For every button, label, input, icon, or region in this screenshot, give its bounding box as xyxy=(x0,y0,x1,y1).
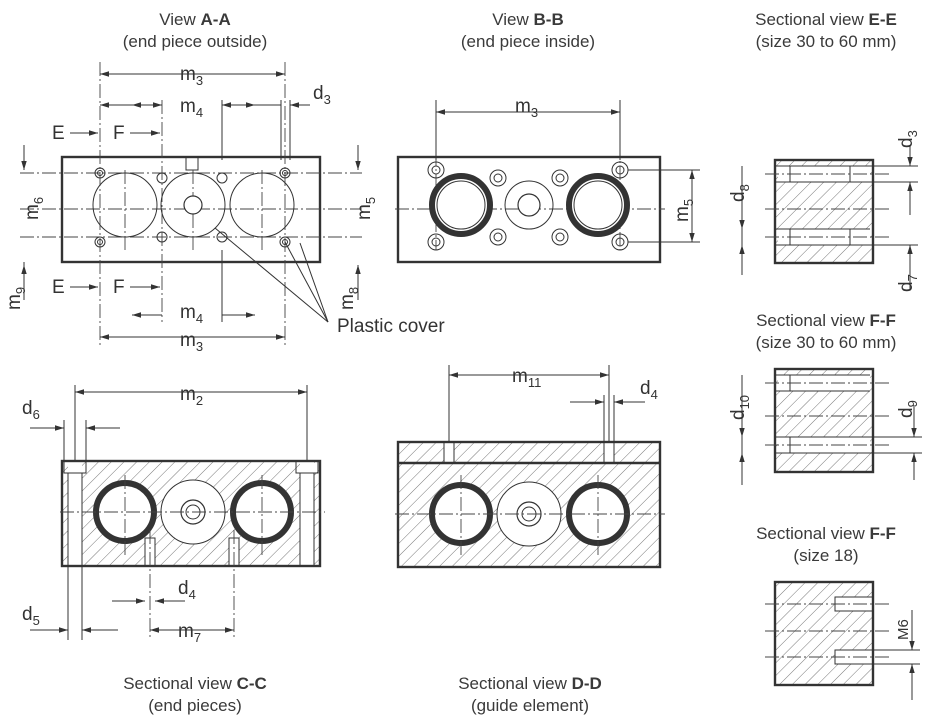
title-view-ff-small: Sectional view F-F (size 18) xyxy=(756,524,896,565)
section-mark-f-bottom: F xyxy=(113,277,125,298)
view-ee-labels: d3 d8 d7 xyxy=(728,130,920,292)
section-mark-e-top: E xyxy=(52,123,65,144)
dim-m5-bb: m5 xyxy=(672,199,696,222)
view-aa-drawing xyxy=(20,62,362,345)
plastic-cover-label: Plastic cover xyxy=(337,316,445,337)
dim-m8: m8 xyxy=(337,287,361,310)
dim-m3-bb: m3 xyxy=(515,96,538,120)
dim-d7: d7 xyxy=(896,274,920,292)
dim-m2: m2 xyxy=(180,384,203,408)
svg-text:(size 30 to 60 mm): (size 30 to 60 mm) xyxy=(756,32,897,51)
dim-d9: d9 xyxy=(896,400,920,418)
dim-m11: m11 xyxy=(512,366,541,390)
svg-text:Sectional view C-C: Sectional view C-C xyxy=(123,674,267,693)
view-ff-small-labels: M6 xyxy=(895,619,912,640)
svg-text:(end piece outside): (end piece outside) xyxy=(123,32,268,51)
title-view-dd: Sectional view D-D (guide element) xyxy=(458,674,602,715)
mounting-holes xyxy=(94,167,291,248)
svg-text:Sectional view D-D: Sectional view D-D xyxy=(458,674,602,693)
view-ff-large-labels: d10 d9 xyxy=(728,395,920,420)
dim-m9: m9 xyxy=(4,287,28,310)
dim-d8: d8 xyxy=(728,184,752,202)
dim-m6: m6 xyxy=(22,197,46,220)
svg-text:Sectional view F-F: Sectional view F-F xyxy=(756,524,896,543)
view-ff-large-drawing xyxy=(739,367,922,485)
dim-d6: d6 xyxy=(22,398,40,422)
title-view-ff-large: Sectional view F-F (size 30 to 60 mm) xyxy=(756,311,897,352)
svg-text:Sectional view E-E: Sectional view E-E xyxy=(755,10,897,29)
svg-text:View A-A: View A-A xyxy=(159,10,230,29)
dim-m5-aa: m5 xyxy=(354,197,378,220)
svg-text:Sectional view F-F: Sectional view F-F xyxy=(756,311,896,330)
svg-text:(size 30 to 60 mm): (size 30 to 60 mm) xyxy=(756,333,897,352)
dim-d3-ee: d3 xyxy=(896,130,920,148)
title-view-bb: View B-B (end piece inside) xyxy=(461,10,595,51)
dim-m4-top: m4 xyxy=(180,96,203,120)
view-dd-drawing xyxy=(395,365,665,569)
view-dd-labels: m11 d4 xyxy=(512,366,658,402)
dim-m4-bottom: m4 xyxy=(180,302,203,326)
svg-text:(end pieces): (end pieces) xyxy=(148,696,242,715)
dim-d4-cc: d4 xyxy=(178,578,196,602)
view-cc-labels: m2 d6 d5 d4 m7 xyxy=(22,384,203,645)
dim-m3-bottom: m3 xyxy=(180,330,203,354)
view-aa-labels: m3 m4 d3 m4 m3 E F E F Plastic cover m6 … xyxy=(4,64,445,354)
dim-d10: d10 xyxy=(728,395,752,420)
dim-d4-dd: d4 xyxy=(640,378,658,402)
section-mark-e-bottom: E xyxy=(52,277,65,298)
title-view-cc: Sectional view C-C (end pieces) xyxy=(123,674,267,715)
dim-m7: m7 xyxy=(178,621,201,645)
svg-text:(size 18): (size 18) xyxy=(793,546,858,565)
view-bb-labels: m3 m5 xyxy=(515,96,696,222)
thread-m6-label: M6 xyxy=(895,619,912,640)
title-view-ee: Sectional view E-E (size 30 to 60 mm) xyxy=(755,10,897,51)
view-bb-drawing xyxy=(395,100,700,264)
view-cc-drawing xyxy=(30,385,325,640)
dim-d3-aa: d3 xyxy=(313,83,331,107)
svg-text:(end piece inside): (end piece inside) xyxy=(461,32,595,51)
dim-m3-top: m3 xyxy=(180,64,203,88)
dim-d5: d5 xyxy=(22,604,40,628)
view-ee-drawing xyxy=(739,145,918,290)
svg-text:View B-B: View B-B xyxy=(492,10,563,29)
title-view-aa: View A-A (end piece outside) xyxy=(123,10,268,51)
svg-text:(guide element): (guide element) xyxy=(471,696,589,715)
view-ff-small-drawing xyxy=(765,580,920,700)
section-mark-f-top: F xyxy=(113,123,125,144)
bb-holes xyxy=(427,161,629,251)
